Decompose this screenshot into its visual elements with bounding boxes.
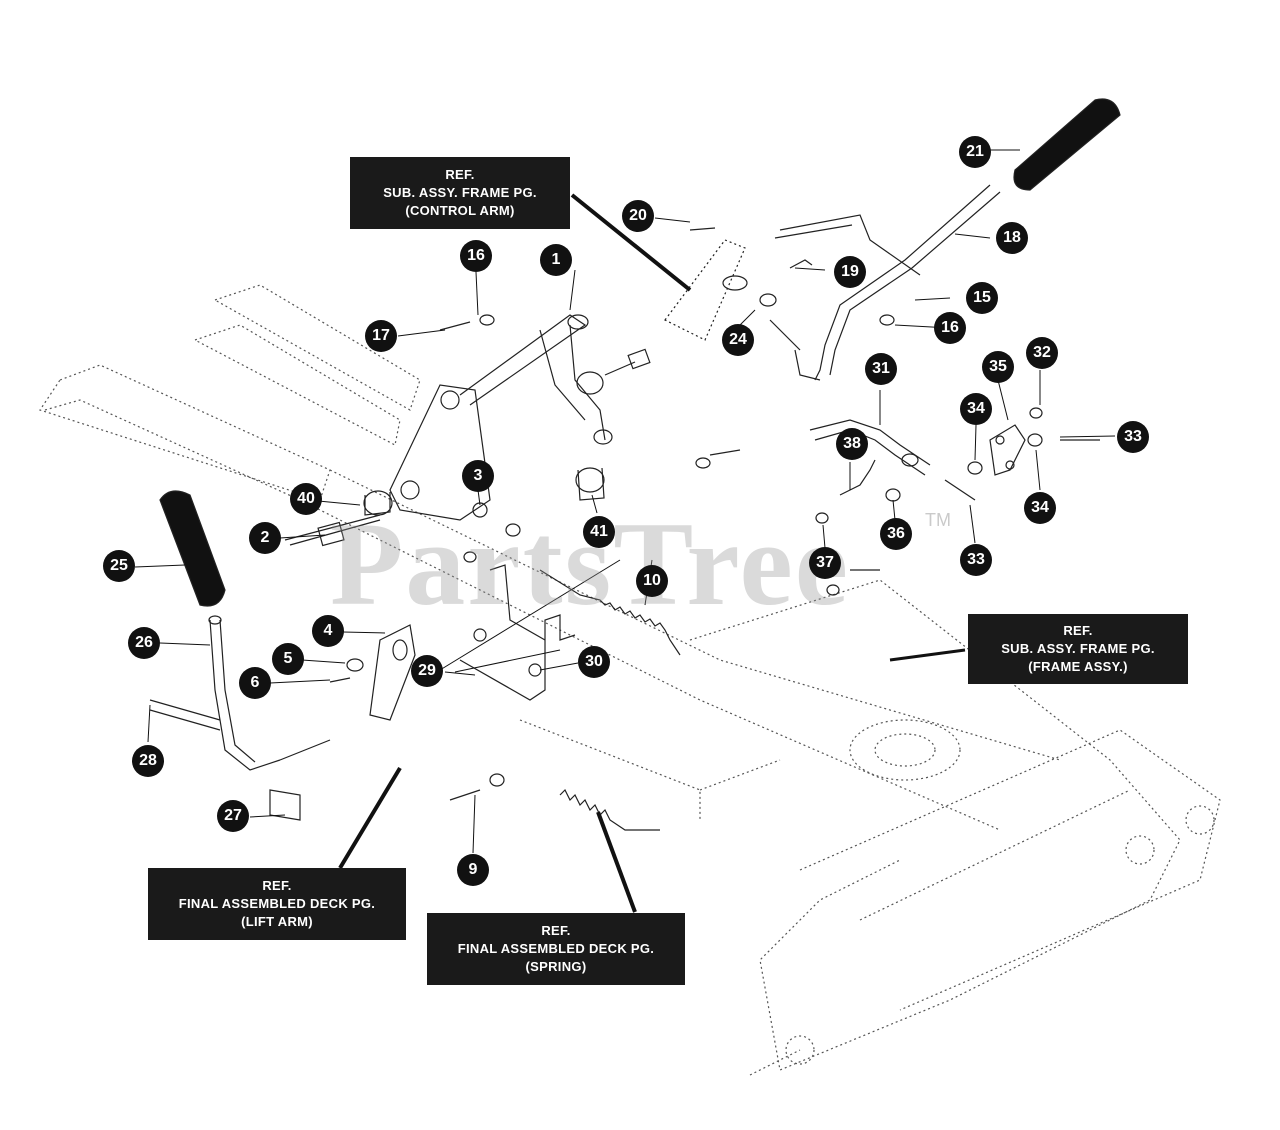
ref-box-frame-assy: REF. SUB. ASSY. FRAME PG. (FRAME ASSY.) <box>968 614 1188 684</box>
plate-4-drawing <box>369 624 416 721</box>
callout-28[interactable]: 28 <box>132 745 164 777</box>
callout-3[interactable]: 3 <box>462 460 494 492</box>
callout-1[interactable]: 1 <box>540 244 572 276</box>
callout-26[interactable]: 26 <box>128 627 160 659</box>
callout-33[interactable]: 33 <box>1117 421 1149 453</box>
ref-line: REF. <box>541 923 571 938</box>
callout-16[interactable]: 16 <box>934 312 966 344</box>
bolt-drawing <box>284 514 381 547</box>
callout-33[interactable]: 33 <box>960 544 992 576</box>
ref-line: SUB. ASSY. FRAME PG. <box>383 185 537 200</box>
callout-41[interactable]: 41 <box>583 516 615 548</box>
callout-5[interactable]: 5 <box>272 643 304 675</box>
callout-9[interactable]: 9 <box>457 854 489 886</box>
callout-4[interactable]: 4 <box>312 615 344 647</box>
callout-37[interactable]: 37 <box>809 547 841 579</box>
callout-2[interactable]: 2 <box>249 522 281 554</box>
callout-31[interactable]: 31 <box>865 353 897 385</box>
callout-34[interactable]: 34 <box>1024 492 1056 524</box>
callout-24[interactable]: 24 <box>722 324 754 356</box>
main-bracket-drawing <box>363 314 651 521</box>
trademark-symbol: TM <box>925 510 951 530</box>
control-handle-drawing <box>774 184 1001 381</box>
parts-tree-watermark: PartsTree <box>330 497 850 630</box>
callout-21[interactable]: 21 <box>959 136 991 168</box>
callout-40[interactable]: 40 <box>290 483 322 515</box>
callout-35[interactable]: 35 <box>982 351 1014 383</box>
callout-30[interactable]: 30 <box>578 646 610 678</box>
ref-box-control-arm: REF. SUB. ASSY. FRAME PG. (CONTROL ARM) <box>350 157 570 229</box>
frame-rails-drawing <box>39 284 1061 831</box>
ref-line: (FRAME ASSY.) <box>1028 659 1128 674</box>
ref-box-spring: REF. FINAL ASSEMBLED DECK PG. (SPRING) <box>427 913 685 985</box>
leader-lines <box>134 149 1116 913</box>
callout-18[interactable]: 18 <box>996 222 1028 254</box>
callout-17[interactable]: 17 <box>365 320 397 352</box>
callout-10[interactable]: 10 <box>636 565 668 597</box>
ref-line: (LIFT ARM) <box>241 914 313 929</box>
grip-21-drawing <box>1013 98 1121 191</box>
ref-line: FINAL ASSEMBLED DECK PG. <box>178 896 376 911</box>
callout-29[interactable]: 29 <box>411 655 443 687</box>
callout-16[interactable]: 16 <box>460 240 492 272</box>
callout-20[interactable]: 20 <box>622 200 654 232</box>
ref-line: REF. <box>1063 623 1093 638</box>
grip-25-drawing <box>159 490 226 607</box>
callout-38[interactable]: 38 <box>836 428 868 460</box>
callout-19[interactable]: 19 <box>834 256 866 288</box>
callout-15[interactable]: 15 <box>966 282 998 314</box>
ref-line: (CONTROL ARM) <box>405 203 515 218</box>
callout-34[interactable]: 34 <box>960 393 992 425</box>
ref-line: SUB. ASSY. FRAME PG. <box>1001 641 1155 656</box>
callout-6[interactable]: 6 <box>239 667 271 699</box>
ref-line: REF. <box>262 878 292 893</box>
callout-27[interactable]: 27 <box>217 800 249 832</box>
ref-line: FINAL ASSEMBLED DECK PG. <box>457 941 655 956</box>
linkage-31-drawing <box>809 419 931 476</box>
spring-10-drawing <box>539 569 681 656</box>
plate-35-drawing <box>989 424 1026 476</box>
callout-32[interactable]: 32 <box>1026 337 1058 369</box>
ref-box-lift-arm: REF. FINAL ASSEMBLED DECK PG. (LIFT ARM) <box>148 868 406 940</box>
spring-lower-drawing <box>559 788 660 831</box>
ref-line: (SPRING) <box>525 959 587 974</box>
lift-lever-drawing <box>149 615 331 821</box>
callout-25[interactable]: 25 <box>103 550 135 582</box>
ref-line: REF. <box>445 167 475 182</box>
callout-36[interactable]: 36 <box>880 518 912 550</box>
